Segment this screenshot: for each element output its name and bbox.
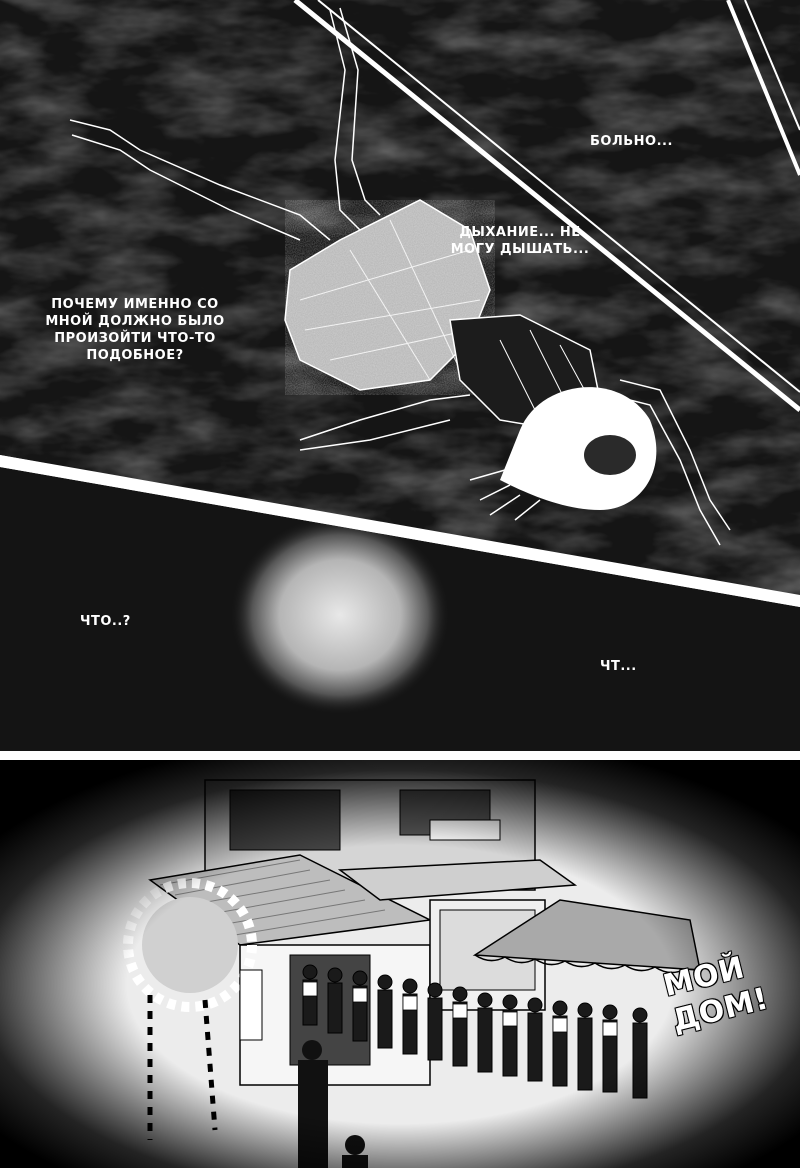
panel-house: МОЙ ДОМ! (0, 760, 800, 1168)
house-art (0, 760, 800, 1168)
panel-glow: ЧТО..? ЧТ... (0, 455, 800, 755)
glow-art (0, 455, 800, 751)
panel-gutter (0, 752, 800, 760)
caption-why: ПОЧЕМУ ИМЕННО СО МНОЙ ДОЛЖНО БЫЛО ПРОИЗО… (45, 297, 225, 363)
caption-breath: ДЫХАНИЕ... НЕ МОГУ ДЫШАТЬ... (450, 225, 590, 257)
falling-girl-art (0, 0, 800, 600)
caption-what: ЧТО..? (80, 614, 131, 629)
caption-pain: БОЛЬНО... (590, 134, 673, 149)
caption-wha: ЧТ... (600, 659, 637, 674)
panel-falling-girl: БОЛЬНО... ДЫХАНИЕ... НЕ МОГУ ДЫШАТЬ... П… (0, 0, 800, 600)
